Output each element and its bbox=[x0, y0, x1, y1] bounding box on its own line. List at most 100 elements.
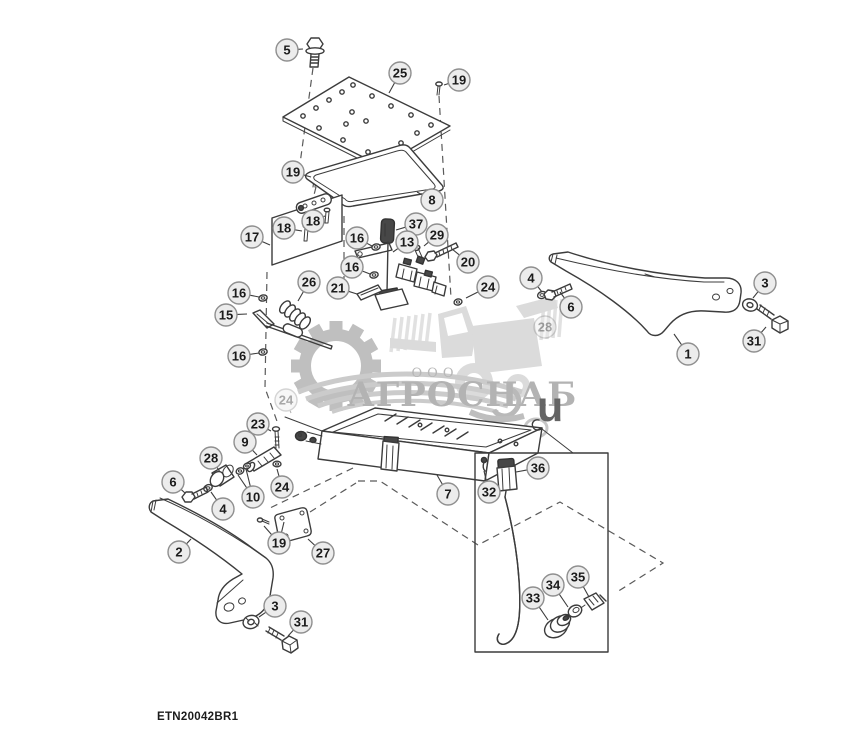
part-cable-harness bbox=[496, 496, 521, 645]
part-lever-13 bbox=[374, 241, 409, 311]
part-washer-16d bbox=[258, 348, 268, 356]
callout-29: 29 bbox=[423, 223, 449, 247]
callout-4: 4 bbox=[519, 266, 543, 293]
callout-3: 3 bbox=[258, 594, 287, 618]
part-bushing-28 bbox=[209, 464, 235, 488]
svg-text:16: 16 bbox=[232, 286, 246, 301]
part-bolt-23 bbox=[271, 426, 281, 449]
callout-28: 28 bbox=[533, 315, 557, 339]
part-washer-24b bbox=[272, 460, 282, 468]
part-link-21 bbox=[356, 284, 383, 301]
callout-20: 20 bbox=[451, 248, 480, 274]
part-ring-34 bbox=[566, 604, 586, 619]
part-grommet-33 bbox=[543, 613, 572, 639]
tractor-icon bbox=[389, 296, 564, 401]
svg-text:31: 31 bbox=[294, 615, 308, 630]
callout-19: 19 bbox=[263, 521, 291, 555]
part-cable-hook bbox=[531, 419, 574, 454]
part-spacer-9 bbox=[246, 446, 282, 473]
svg-text:10: 10 bbox=[246, 490, 260, 505]
callout-1: 1 bbox=[673, 333, 700, 366]
drawing-code: ETN20042BR1 bbox=[157, 711, 239, 723]
svg-text:24: 24 bbox=[279, 393, 294, 408]
callout-8: 8 bbox=[416, 188, 444, 212]
svg-text:3: 3 bbox=[761, 276, 768, 291]
part-rod-15 bbox=[252, 309, 333, 350]
callout-24: 24 bbox=[270, 468, 294, 499]
svg-text:21: 21 bbox=[331, 281, 345, 296]
part-bolt-6b bbox=[181, 486, 209, 503]
callout-31: 31 bbox=[287, 610, 313, 637]
callout-23: 23 bbox=[246, 412, 272, 436]
svg-text:26: 26 bbox=[302, 275, 316, 290]
svg-text:20: 20 bbox=[461, 255, 475, 270]
callout-7: 7 bbox=[436, 474, 460, 506]
svg-text:1: 1 bbox=[684, 347, 691, 362]
part-spring-26 bbox=[278, 300, 312, 330]
svg-text:35: 35 bbox=[571, 570, 585, 585]
svg-text:16: 16 bbox=[345, 260, 359, 275]
callout-17: 17 bbox=[240, 225, 271, 249]
part-washer-4b bbox=[203, 483, 213, 493]
callout-16: 16 bbox=[227, 344, 260, 368]
svg-text:23: 23 bbox=[251, 417, 265, 432]
callout-4: 4 bbox=[210, 491, 235, 521]
part-clamp-bracket bbox=[395, 257, 447, 297]
callout-33: 33 bbox=[521, 586, 549, 621]
part-washers-10 bbox=[235, 462, 252, 475]
svg-text:7: 7 bbox=[444, 487, 451, 502]
part-washer-3a bbox=[741, 298, 759, 312]
part-bar-18 bbox=[295, 193, 332, 214]
svg-text:19: 19 bbox=[272, 536, 286, 551]
callout-34: 34 bbox=[541, 573, 569, 608]
part-bolt-20 bbox=[424, 242, 459, 262]
callout-25: 25 bbox=[388, 61, 412, 94]
callout-16: 16 bbox=[227, 281, 260, 305]
part-connector-35 bbox=[583, 592, 607, 611]
svg-text:24: 24 bbox=[481, 280, 496, 295]
callout-5: 5 bbox=[275, 38, 304, 62]
detail-box bbox=[474, 452, 609, 653]
svg-text:18: 18 bbox=[277, 221, 291, 236]
svg-text:25: 25 bbox=[393, 66, 407, 81]
callout-37: 37 bbox=[395, 212, 428, 236]
part-connector-36 bbox=[496, 457, 518, 498]
watermark-suffix-text: u bbox=[537, 383, 563, 431]
callout-19: 19 bbox=[281, 160, 312, 184]
svg-text:24: 24 bbox=[275, 480, 290, 495]
part-washer-16b bbox=[369, 271, 379, 279]
watermark-brand-text: АГРОСНАБ bbox=[347, 375, 577, 415]
svg-text:9: 9 bbox=[241, 435, 248, 450]
callout-18: 18 bbox=[272, 216, 303, 240]
callout-27: 27 bbox=[307, 538, 335, 565]
part-knob-37 bbox=[379, 218, 396, 244]
svg-text:4: 4 bbox=[527, 271, 535, 286]
svg-text:4: 4 bbox=[219, 502, 227, 517]
svg-text:37: 37 bbox=[409, 217, 423, 232]
callout-16: 16 bbox=[345, 226, 373, 250]
callout-3: 3 bbox=[752, 271, 777, 299]
callout-24: 24 bbox=[274, 388, 298, 414]
svg-text:32: 32 bbox=[482, 485, 496, 500]
part-clip-32 bbox=[480, 456, 488, 472]
svg-text:15: 15 bbox=[219, 308, 233, 323]
svg-text:2: 2 bbox=[175, 545, 182, 560]
callout-10: 10 bbox=[237, 468, 265, 509]
svg-text:31: 31 bbox=[747, 334, 761, 349]
callout-31: 31 bbox=[742, 326, 767, 353]
part-bolt-5 bbox=[305, 37, 325, 68]
svg-text:28: 28 bbox=[204, 451, 218, 466]
svg-text:29: 29 bbox=[430, 228, 444, 243]
svg-text:8: 8 bbox=[428, 193, 435, 208]
callout-21: 21 bbox=[326, 276, 358, 300]
callout-35: 35 bbox=[566, 565, 590, 598]
part-washer-16a bbox=[371, 243, 381, 251]
leaf-spring-watermark bbox=[297, 371, 549, 439]
svg-text:36: 36 bbox=[531, 461, 545, 476]
callout-13: 13 bbox=[392, 230, 419, 254]
svg-text:6: 6 bbox=[567, 300, 574, 315]
part-washer-3b bbox=[242, 614, 260, 630]
svg-text:19: 19 bbox=[452, 73, 466, 88]
